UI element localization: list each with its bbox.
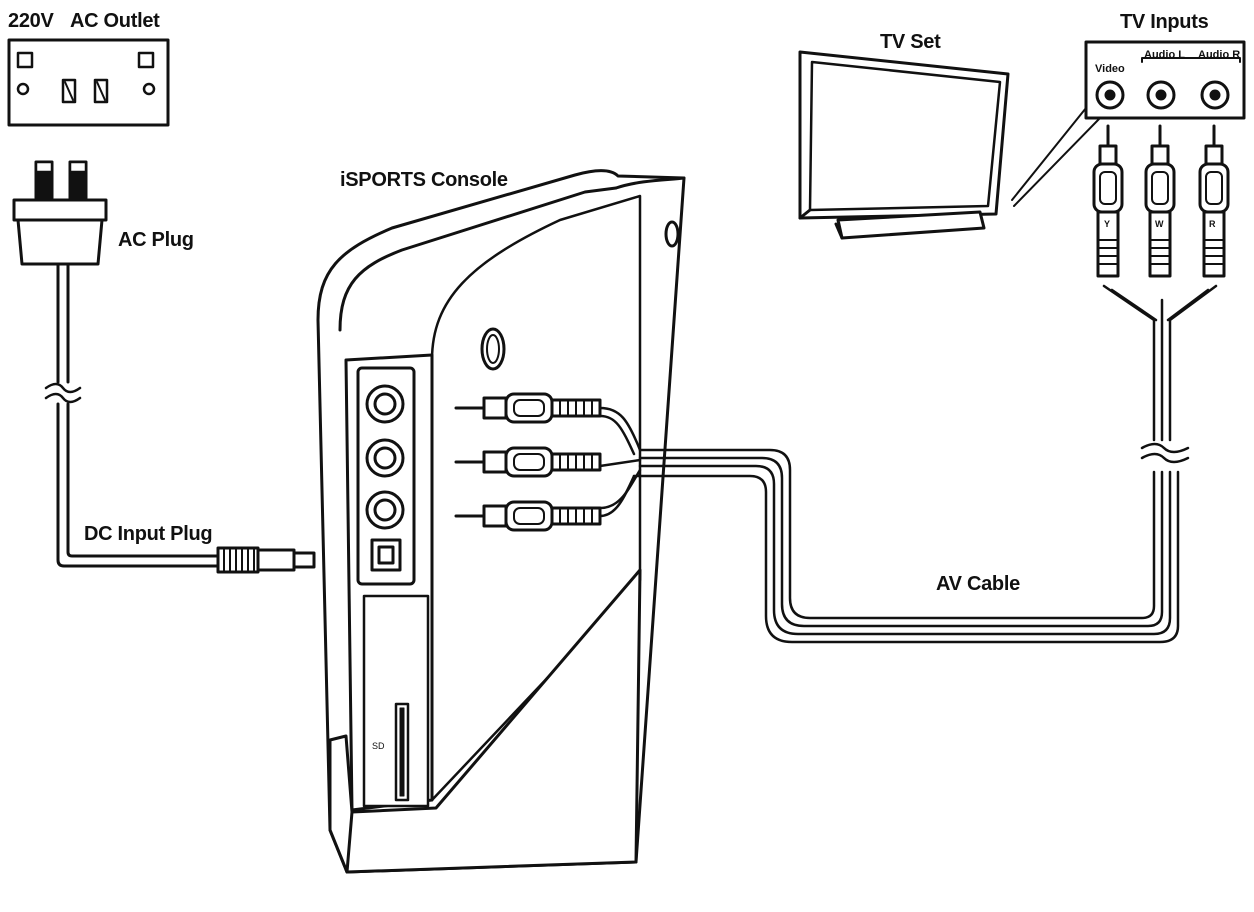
- video-input-label: Video: [1095, 63, 1125, 75]
- ac-outlet: [7, 38, 170, 127]
- dc-input-plug-label: DC Input Plug: [84, 523, 213, 545]
- tv-inputs-panel: [1011, 40, 1246, 207]
- sd-slot-label: SD: [372, 741, 385, 751]
- rca-plugs-tv: [1092, 124, 1230, 278]
- tv-set: [798, 50, 1010, 240]
- av-cable: [598, 284, 1218, 644]
- tv-inputs-label: TV Inputs: [1120, 11, 1209, 33]
- audio-r-input-label: Audio R: [1198, 49, 1241, 61]
- ac-plug-label: AC Plug: [118, 229, 194, 251]
- isports-console: [316, 169, 686, 874]
- dc-input-plug: [216, 546, 316, 574]
- rca-plugs-console: [454, 392, 602, 532]
- av-cable-label: AV Cable: [936, 573, 1020, 595]
- plug-r-label: R: [1209, 219, 1216, 229]
- ac-outlet-label: AC Outlet: [70, 10, 160, 32]
- plug-y-label: Y: [1104, 219, 1111, 229]
- ac-plug: [12, 160, 108, 266]
- audio-l-input-label: Audio L: [1144, 49, 1185, 61]
- plug-w-label: W: [1155, 219, 1164, 229]
- voltage-label: 220V: [8, 10, 54, 32]
- console-label: iSPORTS Console: [340, 169, 508, 191]
- power-cord: [44, 262, 220, 568]
- tv-set-label: TV Set: [880, 31, 941, 53]
